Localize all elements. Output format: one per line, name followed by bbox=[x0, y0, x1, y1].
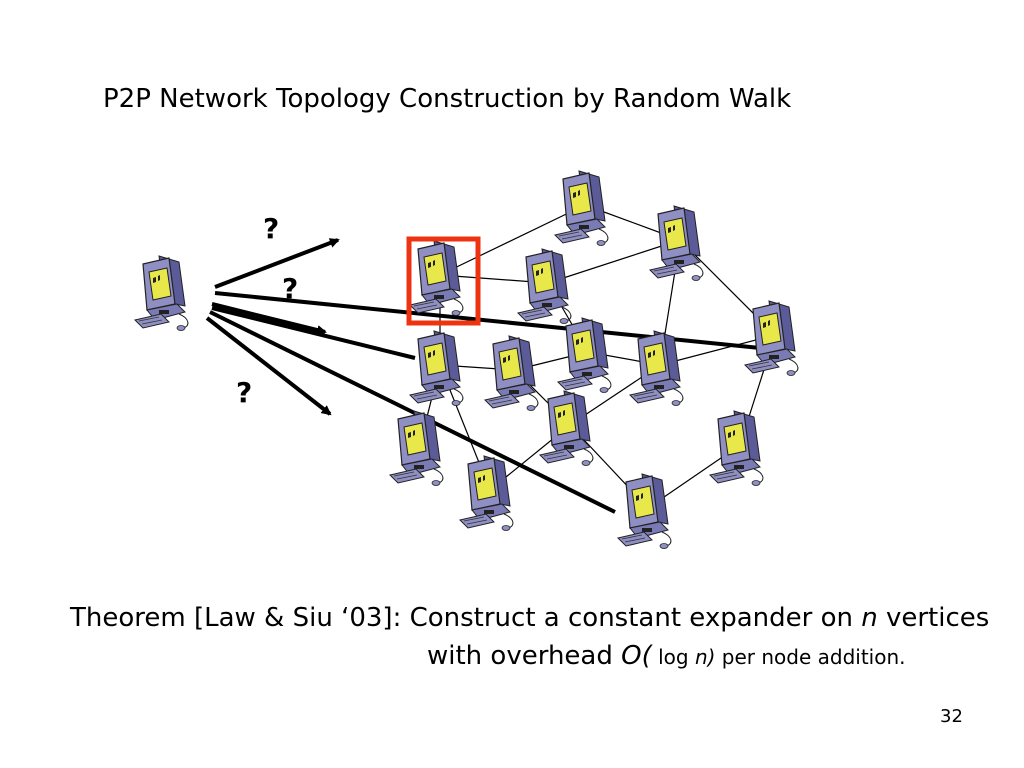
theorem-line-2: with overhead O( log n) per node additio… bbox=[427, 641, 906, 671]
theorem-text: Theorem [Law & Siu ‘03]: Construct a con… bbox=[70, 603, 862, 633]
theorem-line-1: Theorem [Law & Siu ‘03]: Construct a con… bbox=[70, 603, 989, 633]
theorem-text: with overhead bbox=[427, 641, 622, 671]
computer-icon bbox=[709, 410, 764, 487]
computer-icon bbox=[744, 300, 799, 377]
slide-title: P2P Network Topology Construction by Ran… bbox=[103, 84, 792, 114]
arrow-unknown-2 bbox=[211, 302, 327, 335]
computer-icon bbox=[557, 317, 612, 394]
computer-icon bbox=[409, 330, 464, 407]
computer-icon bbox=[539, 390, 594, 467]
question-mark: ? bbox=[282, 272, 299, 305]
question-mark: ? bbox=[263, 212, 280, 245]
computer-icon bbox=[617, 473, 672, 550]
computer-icon bbox=[629, 330, 684, 407]
random-walk-arrows bbox=[205, 238, 761, 514]
arrow-unknown-1 bbox=[214, 238, 340, 289]
computer-icon bbox=[409, 240, 464, 317]
walk-line-to-middle-node bbox=[211, 306, 416, 360]
theorem-text: per node addition. bbox=[715, 645, 906, 669]
theorem-n: n) bbox=[694, 645, 716, 669]
walk-line-to-bottom-node bbox=[209, 310, 616, 514]
question-mark: ? bbox=[236, 376, 253, 409]
computer-nodes bbox=[134, 170, 799, 550]
computer-icon bbox=[389, 410, 444, 487]
computer-icon bbox=[484, 335, 539, 412]
theorem-big-o: O( bbox=[621, 641, 652, 671]
computer-icon bbox=[459, 455, 514, 532]
theorem-log: log bbox=[651, 645, 695, 669]
arrow-unknown-3 bbox=[205, 316, 332, 416]
computer-icon bbox=[554, 170, 609, 247]
computer-icon bbox=[517, 248, 572, 325]
new-node-computer-icon bbox=[134, 255, 189, 332]
theorem-text: vertices bbox=[877, 603, 990, 633]
page-number: 32 bbox=[940, 706, 963, 727]
computer-icon bbox=[649, 205, 704, 282]
highlight-box bbox=[406, 236, 481, 326]
theorem-n: n bbox=[861, 603, 878, 633]
